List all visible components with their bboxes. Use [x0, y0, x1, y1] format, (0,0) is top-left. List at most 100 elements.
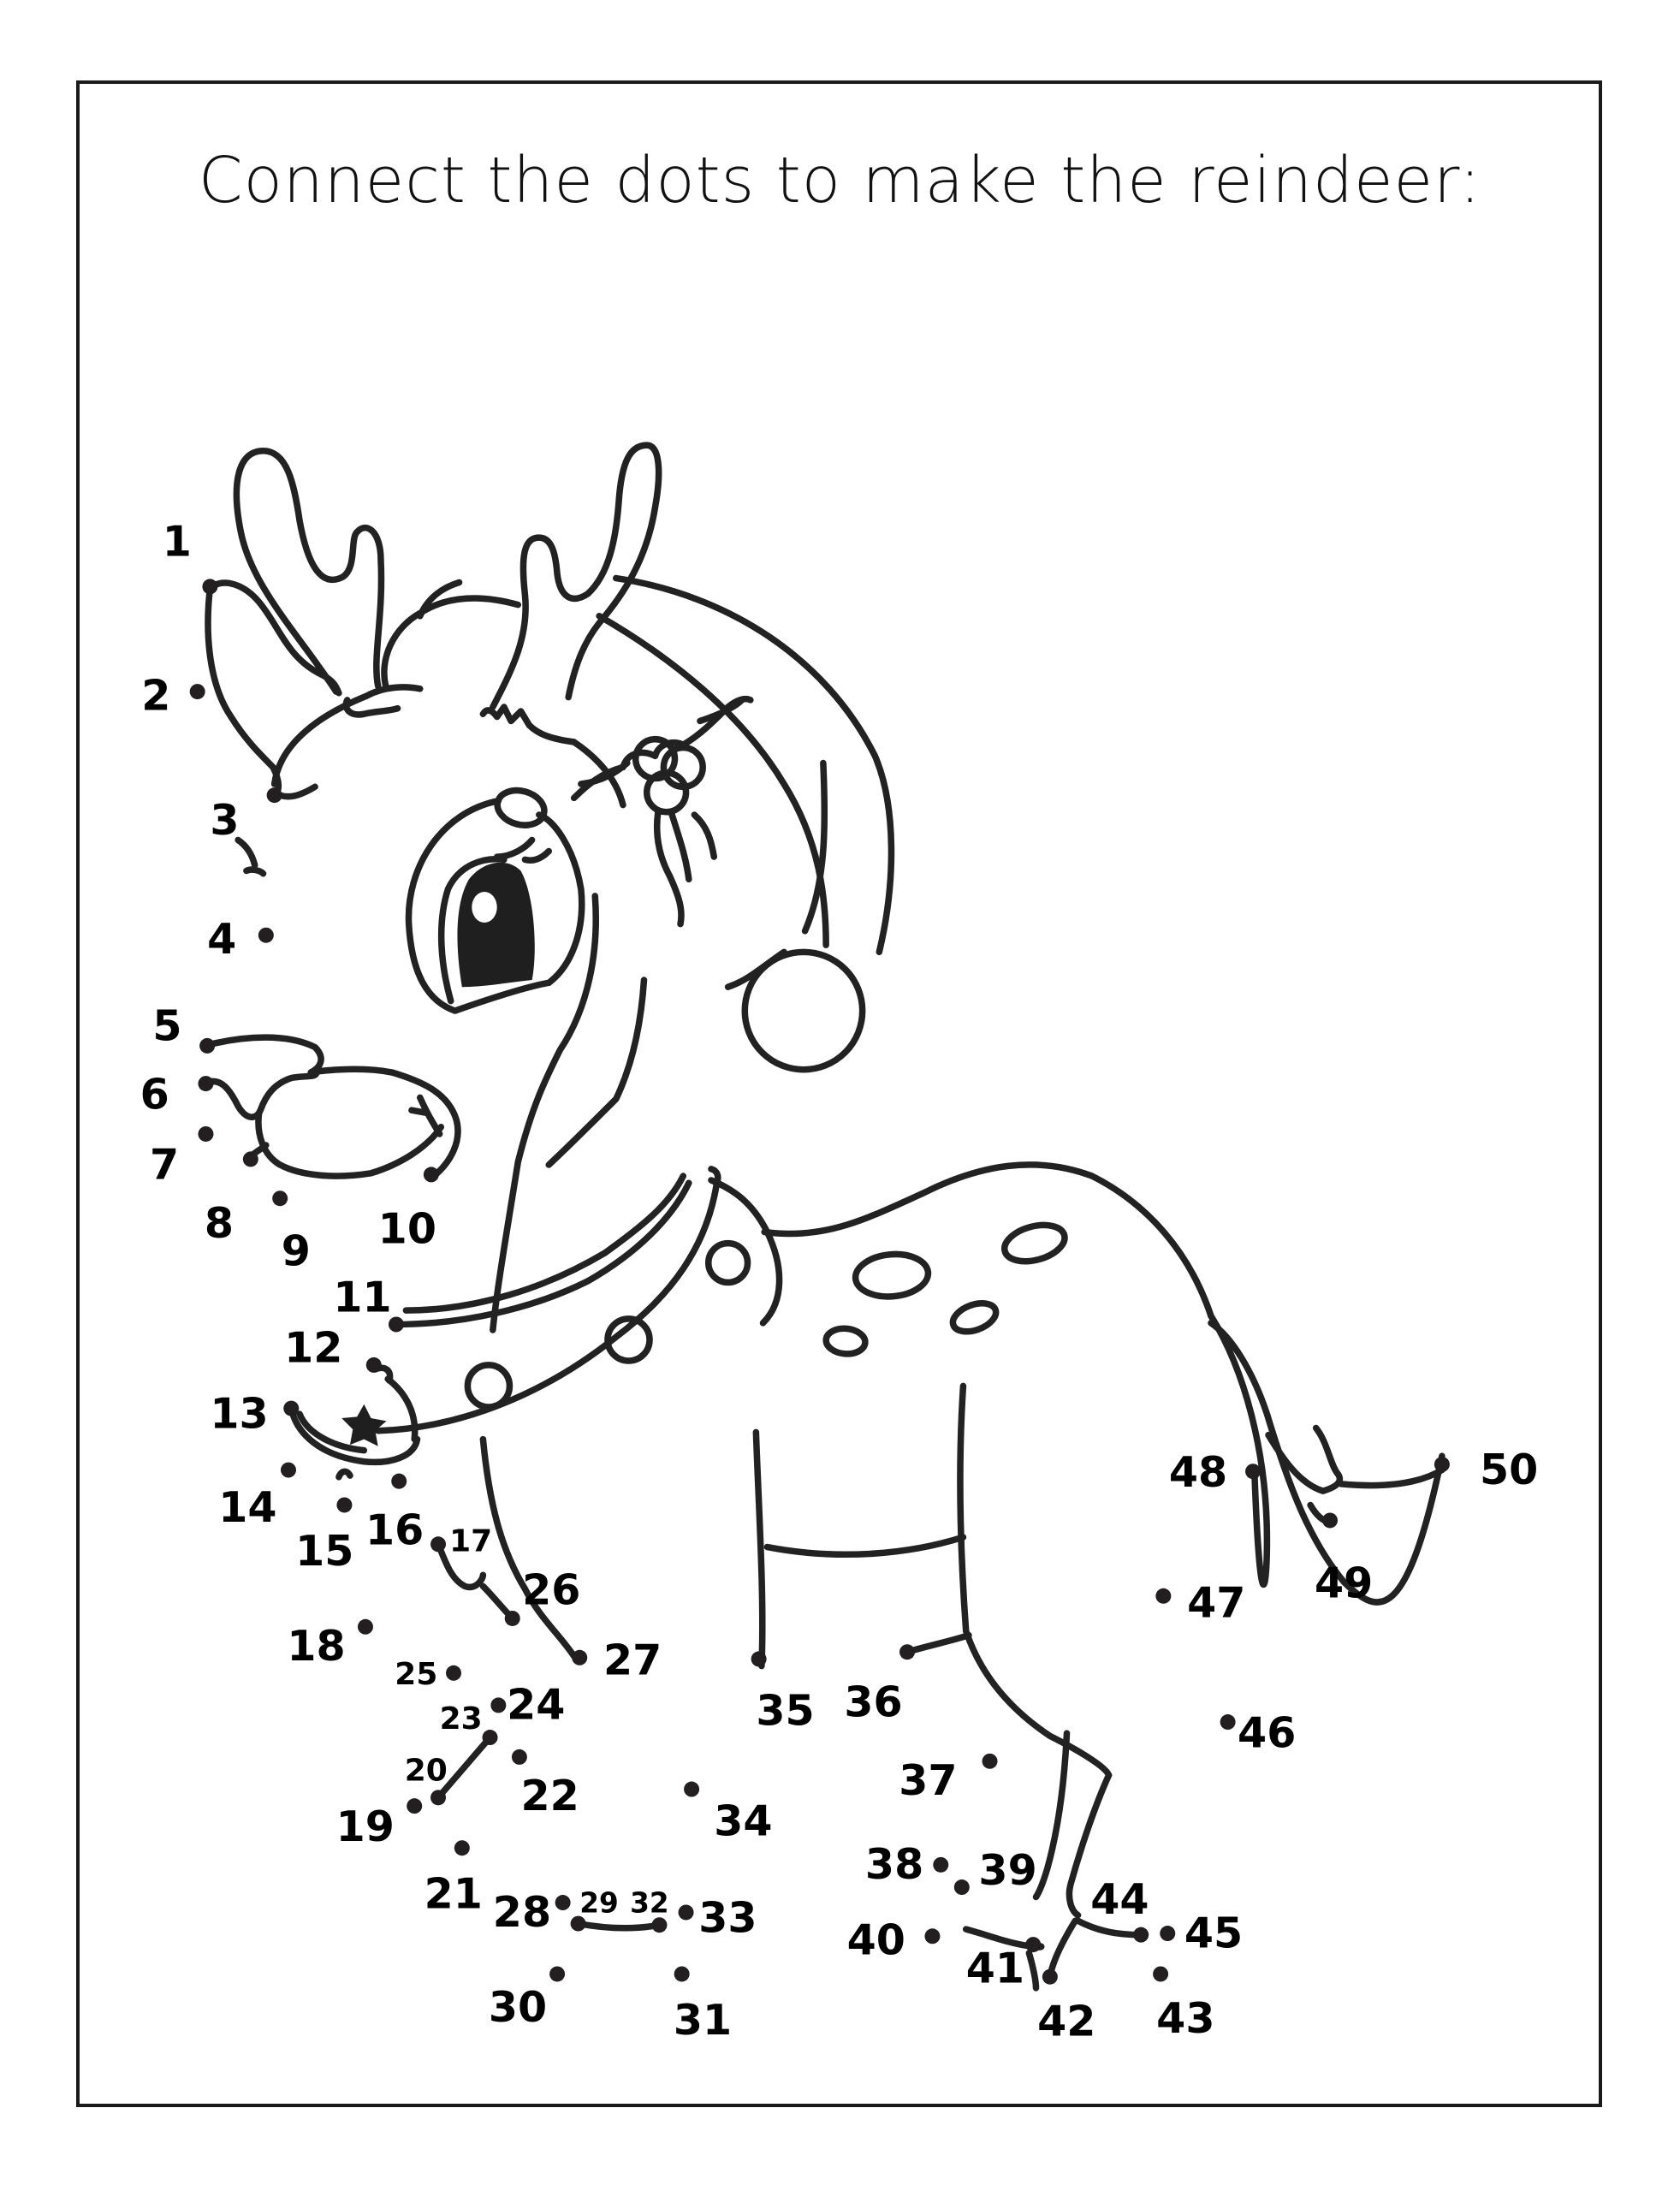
dot-5[interactable]: [199, 1037, 216, 1054]
dot-36[interactable]: [899, 1644, 916, 1660]
dot-19[interactable]: [407, 1798, 423, 1814]
dot-label: 19: [336, 1802, 395, 1851]
bell-icon: [288, 1364, 421, 1481]
dot-34[interactable]: [684, 1781, 700, 1797]
dot-24[interactable]: [490, 1697, 507, 1713]
dot-10[interactable]: [423, 1167, 439, 1183]
dot-label: 2: [141, 670, 170, 720]
dot-40[interactable]: [924, 1928, 941, 1945]
dot-label: 31: [674, 1995, 732, 2045]
dot-label: 30: [489, 1982, 547, 2032]
dot-37[interactable]: [982, 1753, 998, 1769]
dot-label: 10: [378, 1204, 436, 1254]
dot-15[interactable]: [336, 1497, 353, 1513]
dot-44[interactable]: [1133, 1927, 1149, 1943]
dot-21[interactable]: [454, 1840, 470, 1856]
dot-labels: 1 2 3 4 5 6 7 8 9 10 11 12 13 14 15 16 1…: [140, 516, 1539, 2046]
dot-label: 45: [1184, 1908, 1243, 1957]
dot-label: 1: [163, 516, 192, 566]
dot-27[interactable]: [572, 1649, 588, 1666]
dot-label: 25: [395, 1657, 437, 1692]
dot-markers: [189, 579, 1450, 1985]
dot-label: 36: [844, 1677, 902, 1726]
dot-label: 12: [284, 1323, 342, 1373]
dot-3[interactable]: [266, 787, 282, 804]
dot-16[interactable]: [391, 1473, 407, 1489]
dot-6[interactable]: [198, 1076, 214, 1092]
dot-38[interactable]: [933, 1856, 949, 1873]
dot-4[interactable]: [258, 927, 274, 943]
santa-hat-icon: [381, 574, 895, 1073]
body-outline: [479, 1161, 1446, 1992]
dot-35[interactable]: [751, 1651, 767, 1667]
dot-9[interactable]: [272, 1191, 288, 1207]
bell-star-icon: [341, 1404, 387, 1446]
dot-label: 11: [333, 1273, 391, 1322]
dot-label: 39: [978, 1845, 1036, 1895]
dot-22[interactable]: [511, 1749, 527, 1765]
page-border: [76, 80, 1602, 2107]
dot-25[interactable]: [446, 1665, 462, 1681]
dot-label: 46: [1238, 1707, 1296, 1757]
dot-1[interactable]: [202, 579, 218, 595]
dot-label: 8: [205, 1198, 234, 1248]
dot-label: 43: [1156, 1993, 1214, 2043]
dot-48[interactable]: [1245, 1464, 1261, 1480]
dot-42[interactable]: [1042, 1968, 1058, 1985]
right-antler-icon: [490, 442, 662, 710]
dot-label: 17: [449, 1523, 492, 1559]
dot-label: 24: [507, 1680, 565, 1730]
dot-18[interactable]: [357, 1618, 373, 1635]
dot-label: 42: [1037, 1996, 1095, 2046]
dot-50[interactable]: [1434, 1457, 1450, 1473]
dot-46[interactable]: [1220, 1714, 1236, 1731]
dot-label: 28: [493, 1887, 551, 1937]
dot-label: 47: [1187, 1577, 1245, 1627]
dot-label: 15: [295, 1526, 353, 1576]
dot-17[interactable]: [430, 1536, 447, 1553]
dot-13[interactable]: [283, 1400, 300, 1416]
dot-label: 9: [282, 1226, 311, 1276]
dot-label: 20: [405, 1754, 448, 1789]
dot-30[interactable]: [549, 1966, 566, 1982]
dot-label: 44: [1090, 1874, 1149, 1924]
dot-32[interactable]: [651, 1917, 668, 1933]
dot-label: 3: [210, 795, 239, 845]
dot-label: 37: [899, 1755, 957, 1805]
dot-11[interactable]: [388, 1316, 404, 1333]
dot-label: 34: [714, 1796, 772, 1846]
dot-14[interactable]: [281, 1462, 296, 1478]
dot-45[interactable]: [1160, 1926, 1176, 1942]
dot-label: 21: [424, 1869, 483, 1919]
dot-47[interactable]: [1155, 1588, 1172, 1604]
dot-label: 48: [1169, 1447, 1227, 1497]
dot-label: 6: [140, 1070, 169, 1119]
dot-29[interactable]: [570, 1915, 586, 1932]
dot-39[interactable]: [953, 1879, 970, 1896]
dot-28[interactable]: [555, 1895, 571, 1911]
dot-label: 33: [698, 1892, 757, 1942]
dot-label: 27: [603, 1635, 662, 1684]
dot-12[interactable]: [365, 1357, 382, 1373]
dot-49[interactable]: [1322, 1512, 1339, 1529]
holly-decoration-icon: [570, 695, 754, 928]
dot-33[interactable]: [678, 1904, 694, 1921]
dot-23[interactable]: [482, 1730, 498, 1746]
ear-outline: [205, 579, 424, 877]
dot-20[interactable]: [430, 1790, 447, 1806]
dot-label: 41: [966, 1943, 1024, 1992]
dot-label: 32: [630, 1886, 669, 1919]
eye-pupil-icon: [457, 862, 535, 988]
head-outline: [204, 704, 648, 1333]
dot-41[interactable]: [1025, 1937, 1042, 1953]
dot-26[interactable]: [504, 1610, 520, 1626]
dot-2[interactable]: [189, 684, 205, 700]
dot-31[interactable]: [674, 1966, 690, 1982]
dot-label: 29: [579, 1886, 619, 1919]
dot-label: 4: [207, 914, 236, 964]
dot-7[interactable]: [198, 1125, 214, 1142]
dot-8[interactable]: [242, 1151, 258, 1167]
dot-43[interactable]: [1153, 1966, 1169, 1982]
